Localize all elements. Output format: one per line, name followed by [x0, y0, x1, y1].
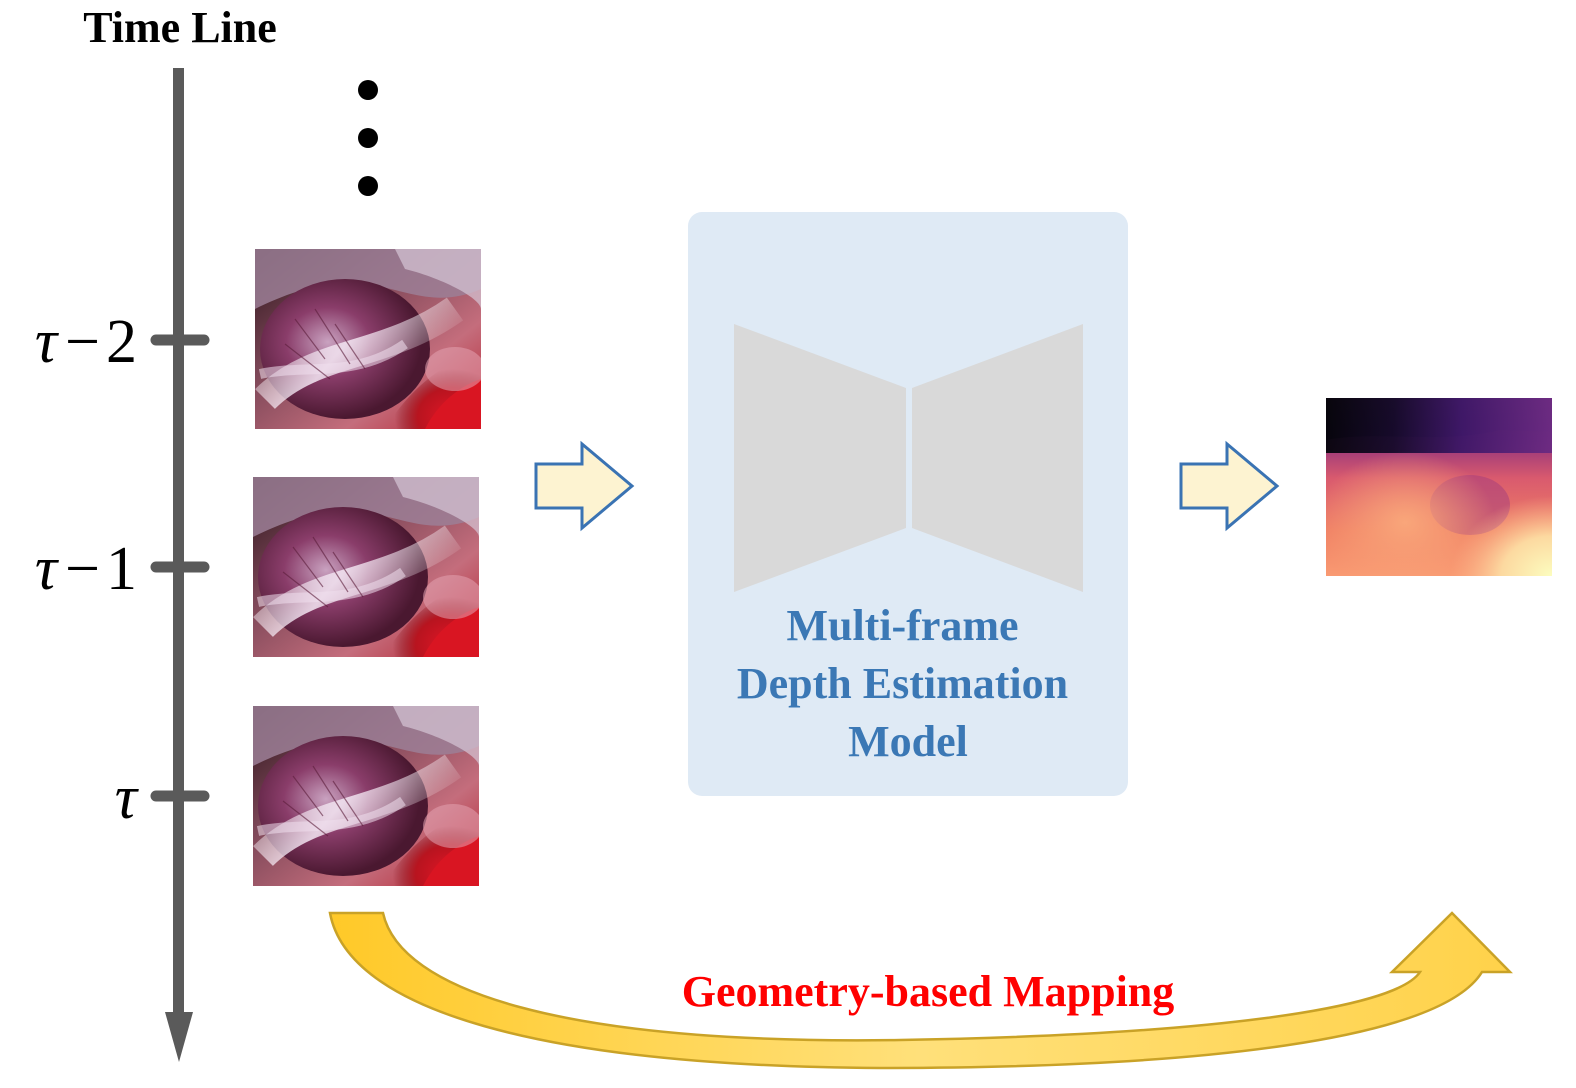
input-frame-tau-minus-2	[255, 249, 485, 429]
ellipsis-dot	[358, 128, 378, 148]
timeline-tick-label: τ−1	[35, 535, 137, 603]
output-arrow-icon	[1179, 440, 1280, 532]
timeline-tick-label: τ−2	[35, 308, 137, 376]
tick-operator: −	[65, 308, 100, 376]
geometry-mapping-arrow-icon	[328, 911, 1513, 1070]
ellipsis-dot	[358, 176, 378, 196]
hourglass-network-icon	[734, 324, 1083, 592]
depth-estimation-model: Multi-frame Depth Estimation Model	[688, 212, 1128, 796]
tick-symbol: τ	[115, 764, 140, 832]
tick-number: 1	[106, 535, 137, 603]
input-frame-tau-minus-1	[253, 477, 483, 657]
model-label: Multi-frame Depth Estimation Model	[737, 601, 1079, 766]
model-label-line-1: Multi-frame	[786, 601, 1018, 650]
mapping-label: Geometry-based Mapping	[682, 967, 1175, 1016]
timeline-title: Time Line	[83, 3, 277, 52]
ellipsis-dot	[358, 80, 378, 100]
tick-number: 2	[106, 308, 137, 376]
input-frame-tau	[253, 706, 483, 886]
timeline-axis	[165, 68, 193, 1062]
model-label-line-2: Depth Estimation	[737, 659, 1068, 708]
timeline-ticks: τ−2τ−1τ	[35, 308, 210, 832]
tick-symbol: τ	[35, 308, 60, 376]
model-label-line-3: Model	[848, 717, 968, 766]
tick-symbol: τ	[35, 535, 60, 603]
depth-map-output	[1326, 398, 1552, 576]
timeline-tick-label: τ	[115, 764, 140, 832]
ellipsis-dots	[358, 80, 378, 196]
input-arrow-icon	[534, 440, 635, 532]
tick-operator: −	[65, 535, 100, 603]
